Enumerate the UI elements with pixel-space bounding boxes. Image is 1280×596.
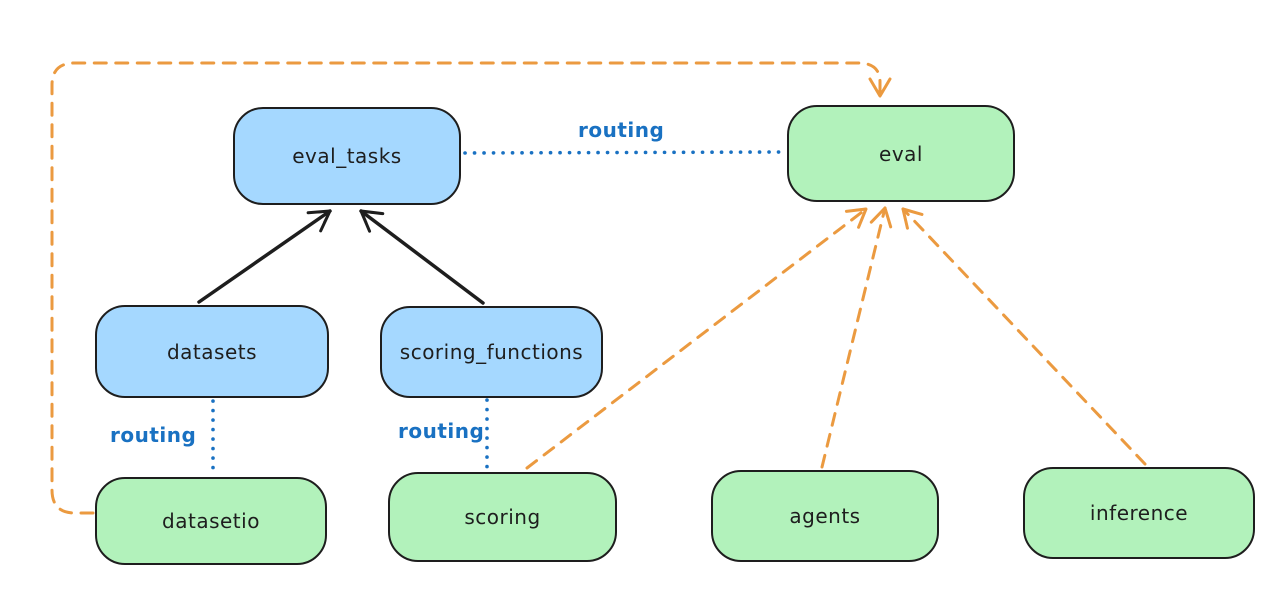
edge-scoring-to-eval bbox=[525, 207, 868, 470]
node-datasets-label: datasets bbox=[166, 339, 258, 364]
node-scoring-functions-label: scoring_functions bbox=[399, 340, 584, 364]
node-inference-label: inference bbox=[1089, 501, 1189, 525]
edge-agents-to-eval bbox=[820, 206, 893, 469]
node-datasetio: datasetio bbox=[95, 477, 327, 565]
node-inference: inference bbox=[1023, 467, 1255, 559]
node-scoring-functions: scoring_functions bbox=[380, 306, 603, 398]
node-datasets: datasets bbox=[95, 305, 329, 398]
node-eval-tasks-label: eval_tasks bbox=[292, 144, 402, 168]
edge-eval-tasks-to-eval-routing bbox=[463, 150, 786, 155]
node-scoring-label: scoring bbox=[464, 505, 541, 529]
edge-datasets-to-eval-tasks bbox=[197, 209, 332, 304]
edge-label-routing-scoring-functions-scoring: routing bbox=[398, 419, 485, 443]
node-scoring: scoring bbox=[388, 472, 617, 562]
edge-label-routing-eval-tasks-eval: routing bbox=[578, 118, 665, 142]
node-eval-label: eval bbox=[879, 141, 923, 166]
node-datasetio-label: datasetio bbox=[162, 509, 260, 533]
node-agents-label: agents bbox=[789, 504, 861, 528]
edge-scoring-functions-to-eval-tasks bbox=[359, 209, 485, 305]
node-eval-tasks: eval_tasks bbox=[233, 107, 461, 205]
edge-datasetio-to-eval bbox=[50, 61, 892, 515]
edge-label-routing-datasets-datasetio: routing bbox=[110, 423, 197, 447]
edge-inference-to-eval bbox=[901, 207, 1147, 466]
node-eval: eval bbox=[787, 105, 1015, 202]
node-agents: agents bbox=[711, 470, 939, 562]
